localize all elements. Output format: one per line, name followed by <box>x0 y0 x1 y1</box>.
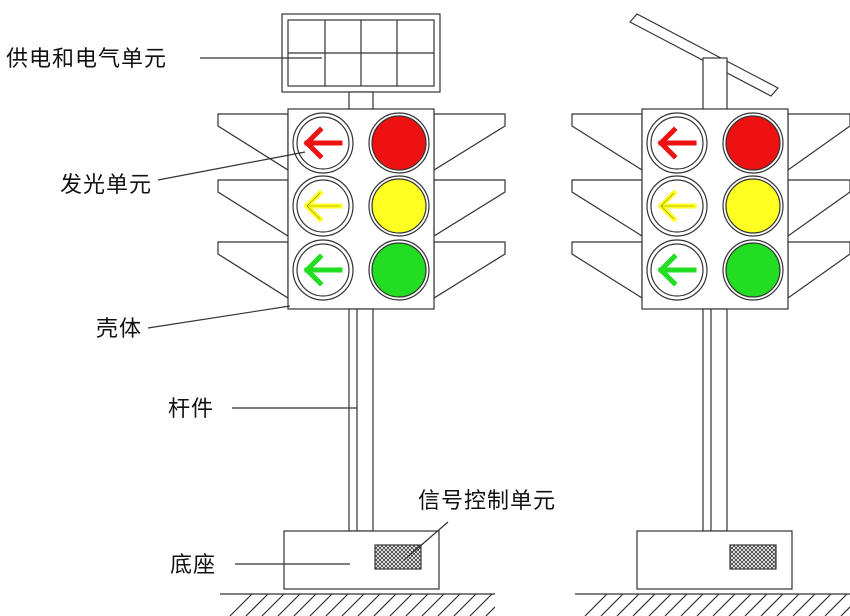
label-signal-control-unit: 信号控制单元 <box>418 489 556 514</box>
visors-left <box>217 113 289 300</box>
panel-mount <box>702 57 728 111</box>
green-round-lamp <box>722 239 784 301</box>
label-power-unit: 供电和电气单元 <box>6 47 167 72</box>
panel-mount <box>348 91 374 111</box>
visors-right <box>787 113 850 300</box>
red-round-lamp <box>722 112 784 174</box>
signal-control-box-icon <box>374 544 422 570</box>
label-pole: 杆件 <box>168 397 214 422</box>
green-arrow-lamp <box>292 239 354 301</box>
yellow-arrow-lamp <box>646 175 708 237</box>
leader-light-unit <box>157 151 306 181</box>
label-housing: 壳体 <box>96 317 142 342</box>
left-arrow-icon <box>303 126 343 160</box>
pole <box>702 308 728 532</box>
visors-right <box>433 113 506 300</box>
leader-lines <box>147 57 449 565</box>
label-base: 底座 <box>170 553 216 578</box>
signal-control-box-icon <box>729 544 777 570</box>
left-arrow-icon <box>657 189 697 223</box>
label-light-unit: 发光单元 <box>60 173 152 198</box>
yellow-arrow-lamp <box>292 175 354 237</box>
green-arrow-lamp <box>646 239 708 301</box>
red-round-lamp <box>368 112 430 174</box>
visors-left <box>571 113 643 300</box>
ground-hatch-icon <box>575 593 850 616</box>
left-arrow-icon <box>303 253 343 287</box>
ground-hatch-icon <box>220 593 495 616</box>
pole <box>348 308 374 532</box>
left-lamps <box>292 112 430 301</box>
leader-signal-control <box>403 521 449 561</box>
red-arrow-lamp <box>646 112 708 174</box>
left-arrow-icon <box>657 253 697 287</box>
labels: 供电和电气单元 发光单元 壳体 杆件 信号控制单元 底座 <box>6 47 556 578</box>
yellow-round-lamp <box>368 175 430 237</box>
red-arrow-lamp <box>292 112 354 174</box>
yellow-round-lamp <box>722 175 784 237</box>
green-round-lamp <box>368 239 430 301</box>
left-arrow-icon <box>657 126 697 160</box>
right-lamps <box>646 112 784 301</box>
right-traffic-light <box>571 13 850 616</box>
left-traffic-light <box>217 13 506 616</box>
left-arrow-icon <box>303 189 343 223</box>
solar-panel-icon <box>281 13 441 93</box>
leader-housing <box>147 305 291 329</box>
